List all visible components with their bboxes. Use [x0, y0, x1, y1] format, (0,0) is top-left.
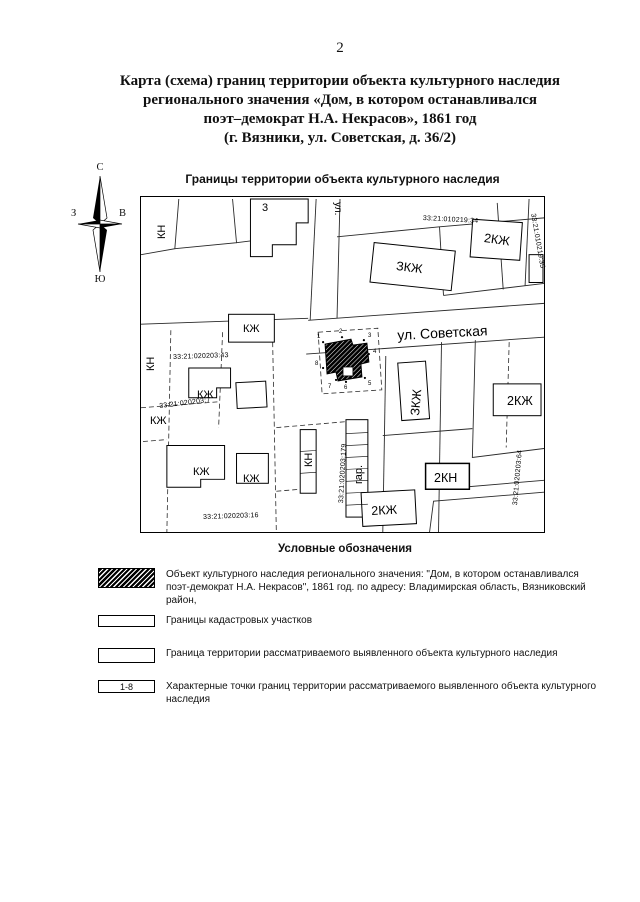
legend-item-heritage-object: Объект культурного наследия региональног… — [98, 568, 600, 607]
legend-swatch-hatched — [98, 568, 155, 588]
legend-swatch-rect-bold — [98, 648, 155, 663]
compass-star-icon — [77, 175, 123, 273]
buildings — [166, 198, 544, 527]
map-label-building-type: КН — [145, 356, 157, 371]
legend-item-text: Характерные точки границ территории расс… — [166, 681, 597, 705]
map-label-building-type: 2КЖ — [483, 231, 511, 249]
map-label-building-type: КН — [156, 224, 168, 239]
heritage-object-polygon — [324, 338, 370, 382]
title-line-1: Карта (схема) границ территории объекта … — [119, 73, 561, 89]
title-line-3: поэт–демократ Н.А. Некрасов», 1861 год — [203, 111, 477, 127]
legend-item-text: Объект культурного наследия региональног… — [166, 569, 586, 606]
map-section-title: Границы территории объекта культурного н… — [185, 172, 500, 186]
map-label-point-number: 1 — [317, 334, 321, 340]
map-label-point-number: 4 — [373, 349, 377, 355]
map-frame: КН ул. 3 33:21:010219:34 2КЖ 33:21:01021… — [140, 196, 546, 533]
map-label-building-type: КЖ — [243, 473, 260, 485]
legend-title: Условные обозначения — [277, 543, 412, 555]
compass-west-label: З — [71, 208, 77, 219]
compass-rose: С Ю З В — [71, 162, 128, 294]
boundary-point-markers — [322, 336, 370, 383]
legend-item-cadastral-borders: Границы кадастровых участков — [98, 614, 600, 627]
map-label-point-number: 7 — [328, 384, 332, 390]
map-label-building-type: КН — [303, 452, 315, 467]
legend-swatch-rect — [98, 615, 155, 627]
legend-item-boundary-points: 1-8 Характерные точки границ территории … — [98, 680, 600, 706]
map-label-point-number: 3 — [368, 333, 372, 339]
compass-south-label: Ю — [94, 274, 106, 285]
map-label-street: ул. — [332, 202, 343, 216]
map-label-point-number: 6 — [344, 385, 348, 391]
cadastral-map-drawing — [141, 198, 544, 532]
map-label-building-type: ЗКЖ — [395, 259, 424, 277]
map-label-building-type: КЖ — [193, 466, 210, 478]
map-label-building-type: КЖ — [197, 389, 214, 401]
title-line-2: регионального значения «Дом, в котором о… — [142, 92, 538, 108]
map-label-building-type: 2КН — [434, 471, 458, 485]
page-number: 2 — [336, 40, 344, 56]
legend-swatch-points: 1-8 — [98, 680, 155, 693]
map-label-house-number: 3 — [262, 202, 269, 214]
legend-item-text: Граница территории рассматриваемого выяв… — [166, 648, 558, 659]
legend-item-text: Границы кадастровых участков — [166, 615, 313, 626]
map-label-point-number: 5 — [368, 381, 372, 387]
building-detail-lines — [300, 432, 368, 506]
map-label-building-type: ЗКЖ — [408, 388, 425, 417]
map-label-building-type: 2КЖ — [507, 394, 533, 408]
map-label-building-type: КЖ — [150, 415, 167, 427]
map-label-point-number: 2 — [339, 329, 343, 335]
map-label-point-number: 8 — [315, 361, 319, 367]
map-label-building-type: КЖ — [243, 323, 260, 335]
document-title: Карта (схема) границ территории объекта … — [60, 72, 620, 148]
map-label-garage: гар. — [353, 464, 365, 484]
legend-item-territory-border: Граница территории рассматриваемого выяв… — [98, 647, 600, 663]
compass-east-label: В — [119, 208, 127, 219]
map-label-building-type: 2КЖ — [370, 502, 398, 518]
heritage-object-notch — [342, 366, 354, 377]
title-line-4: (г. Вязники, ул. Советская, д. 36/2) — [223, 130, 457, 146]
compass-north-label: С — [96, 162, 104, 173]
